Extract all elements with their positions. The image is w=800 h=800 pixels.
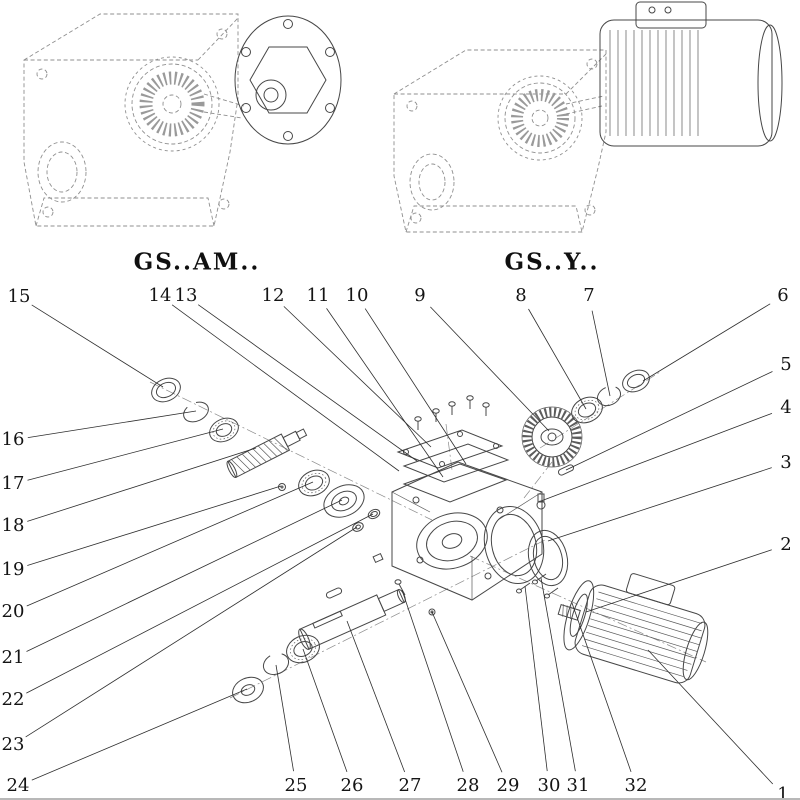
gear-seal-ring bbox=[622, 369, 650, 393]
variant-label-gs-y: GS..Y.. bbox=[504, 248, 600, 276]
part-number-7: 7 bbox=[583, 285, 595, 306]
part-number-23: 23 bbox=[1, 734, 25, 755]
gear-circlip bbox=[596, 385, 622, 407]
part-number-14: 14 bbox=[148, 285, 172, 306]
gearbox-y-drawing bbox=[393, 49, 607, 233]
gearbox-am-drawing bbox=[23, 13, 245, 227]
part-number-13: 13 bbox=[174, 285, 198, 306]
cover-plate-parts bbox=[396, 395, 510, 483]
housing-screw bbox=[394, 579, 406, 596]
exploded-motor bbox=[557, 573, 709, 684]
part-number-24: 24 bbox=[6, 775, 30, 796]
vent-plug bbox=[536, 493, 546, 510]
part-number-27: 27 bbox=[398, 775, 422, 796]
drain-plug bbox=[372, 552, 384, 564]
part-number-10: 10 bbox=[345, 285, 369, 306]
part-number-5: 5 bbox=[780, 354, 792, 375]
part-number-29: 29 bbox=[496, 775, 520, 796]
part-number-6: 6 bbox=[777, 285, 789, 306]
output-shaft bbox=[298, 588, 406, 650]
big-gear bbox=[521, 406, 583, 468]
part-number-11: 11 bbox=[306, 285, 330, 306]
small-washer bbox=[352, 522, 364, 532]
part-number-22: 22 bbox=[1, 689, 25, 710]
part-number-32: 32 bbox=[624, 775, 648, 796]
part-number-15: 15 bbox=[7, 286, 31, 307]
gear-housing bbox=[391, 461, 543, 601]
part-number-3: 3 bbox=[780, 452, 792, 473]
assembly-axis-lines bbox=[149, 371, 707, 699]
leader-lines bbox=[25, 303, 774, 785]
worm-shaft bbox=[226, 428, 308, 479]
part-number-2: 2 bbox=[780, 534, 792, 555]
part-number-19: 19 bbox=[1, 559, 25, 580]
motor-drawing bbox=[599, 1, 783, 147]
part-number-20: 20 bbox=[1, 601, 25, 622]
part-number-1: 1 bbox=[777, 784, 789, 800]
part-number-21: 21 bbox=[1, 647, 25, 668]
input-bearing bbox=[209, 417, 239, 443]
output-key bbox=[325, 587, 343, 599]
part-number-25: 25 bbox=[284, 775, 308, 796]
part-number-28: 28 bbox=[456, 775, 480, 796]
variant-label-gs-am: GS..AM.. bbox=[133, 248, 261, 276]
part-number-31: 31 bbox=[566, 775, 590, 796]
output-flange-ring bbox=[483, 506, 569, 587]
output-washer bbox=[232, 676, 264, 704]
worm-wheel bbox=[323, 484, 365, 518]
output-circlip bbox=[262, 652, 290, 676]
part-number-8: 8 bbox=[515, 285, 527, 306]
dowel-pin bbox=[278, 483, 286, 491]
gearbox-am-flange bbox=[234, 15, 342, 145]
part-number-17: 17 bbox=[1, 473, 25, 494]
part-number-9: 9 bbox=[414, 285, 426, 306]
gear-bearing bbox=[571, 396, 603, 424]
part-number-12: 12 bbox=[261, 285, 285, 306]
worm-bearing bbox=[298, 469, 330, 497]
input-circlip bbox=[183, 401, 209, 423]
input-seal-ring bbox=[151, 377, 181, 403]
housing-pin bbox=[428, 608, 436, 616]
part-number-16: 16 bbox=[1, 429, 25, 450]
part-number-26: 26 bbox=[340, 775, 364, 796]
part-number-30: 30 bbox=[537, 775, 561, 796]
part-number-18: 18 bbox=[1, 515, 25, 536]
part-number-4: 4 bbox=[780, 397, 792, 418]
o-ring bbox=[367, 508, 381, 520]
